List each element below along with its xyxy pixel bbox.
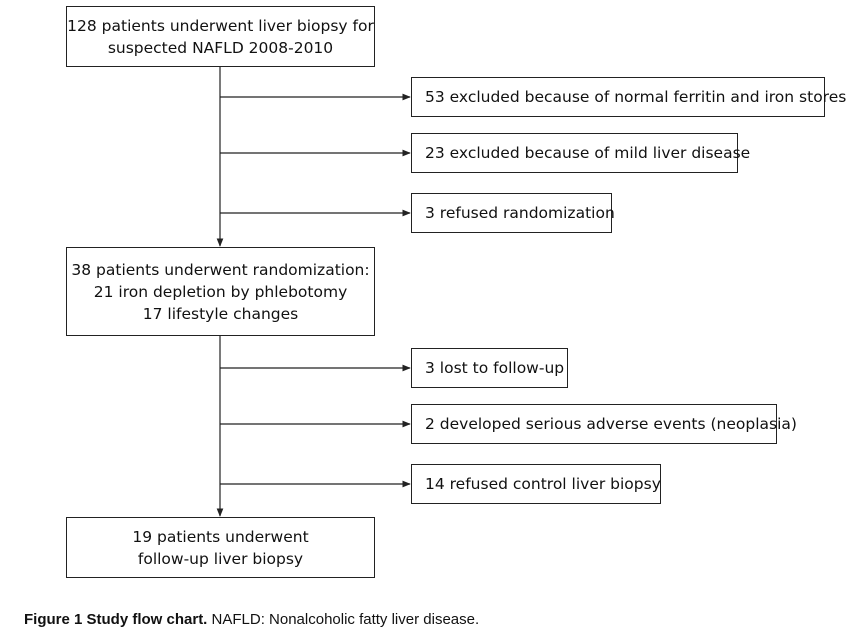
box-line: 21 iron depletion by phlebotomy bbox=[93, 282, 348, 301]
box-line: 19 patients underwent bbox=[132, 527, 309, 546]
box-text: 23 excluded because of mild liver diseas… bbox=[425, 144, 751, 162]
box-text: 14 refused control liver biopsy bbox=[425, 475, 661, 493]
box-line: 17 lifestyle changes bbox=[142, 304, 299, 323]
box-refused-control-biopsy: 14 refused control liver biopsy bbox=[411, 464, 661, 504]
box-text: 53 excluded because of normal ferritin a… bbox=[425, 88, 846, 106]
box-refused-randomization: 3 refused randomization bbox=[411, 193, 615, 233]
caption-text: NAFLD: Nonalcoholic fatty liver disease. bbox=[207, 611, 480, 628]
box-text: 3 lost to follow-up bbox=[425, 359, 565, 377]
box-line: 128 patients underwent liver biopsy for bbox=[67, 16, 374, 35]
box-adverse-events: 2 developed serious adverse events (neop… bbox=[411, 404, 797, 444]
box-excluded-normal-ferritin: 53 excluded because of normal ferritin a… bbox=[411, 77, 846, 117]
box-randomization: 38 patients underwent randomization: 21 … bbox=[66, 247, 375, 336]
figure-caption: Figure 1 Study flow chart. NAFLD: Nonalc… bbox=[24, 611, 479, 628]
box-follow-up-biopsy: 19 patients underwent follow-up liver bi… bbox=[66, 517, 375, 578]
caption-label: Figure 1 Study flow chart. bbox=[24, 611, 208, 628]
box-lost-follow-up: 3 lost to follow-up bbox=[411, 348, 568, 388]
box-text: 3 refused randomization bbox=[425, 204, 615, 222]
box-line: suspected NAFLD 2008-2010 bbox=[107, 38, 334, 57]
box-text: 2 developed serious adverse events (neop… bbox=[425, 415, 797, 433]
box-initial-patients: 128 patients underwent liver biopsy for … bbox=[66, 6, 375, 67]
box-line: 38 patients underwent randomization: bbox=[71, 260, 370, 279]
box-line: follow-up liver biopsy bbox=[137, 549, 304, 568]
box-excluded-mild-disease: 23 excluded because of mild liver diseas… bbox=[411, 133, 750, 173]
